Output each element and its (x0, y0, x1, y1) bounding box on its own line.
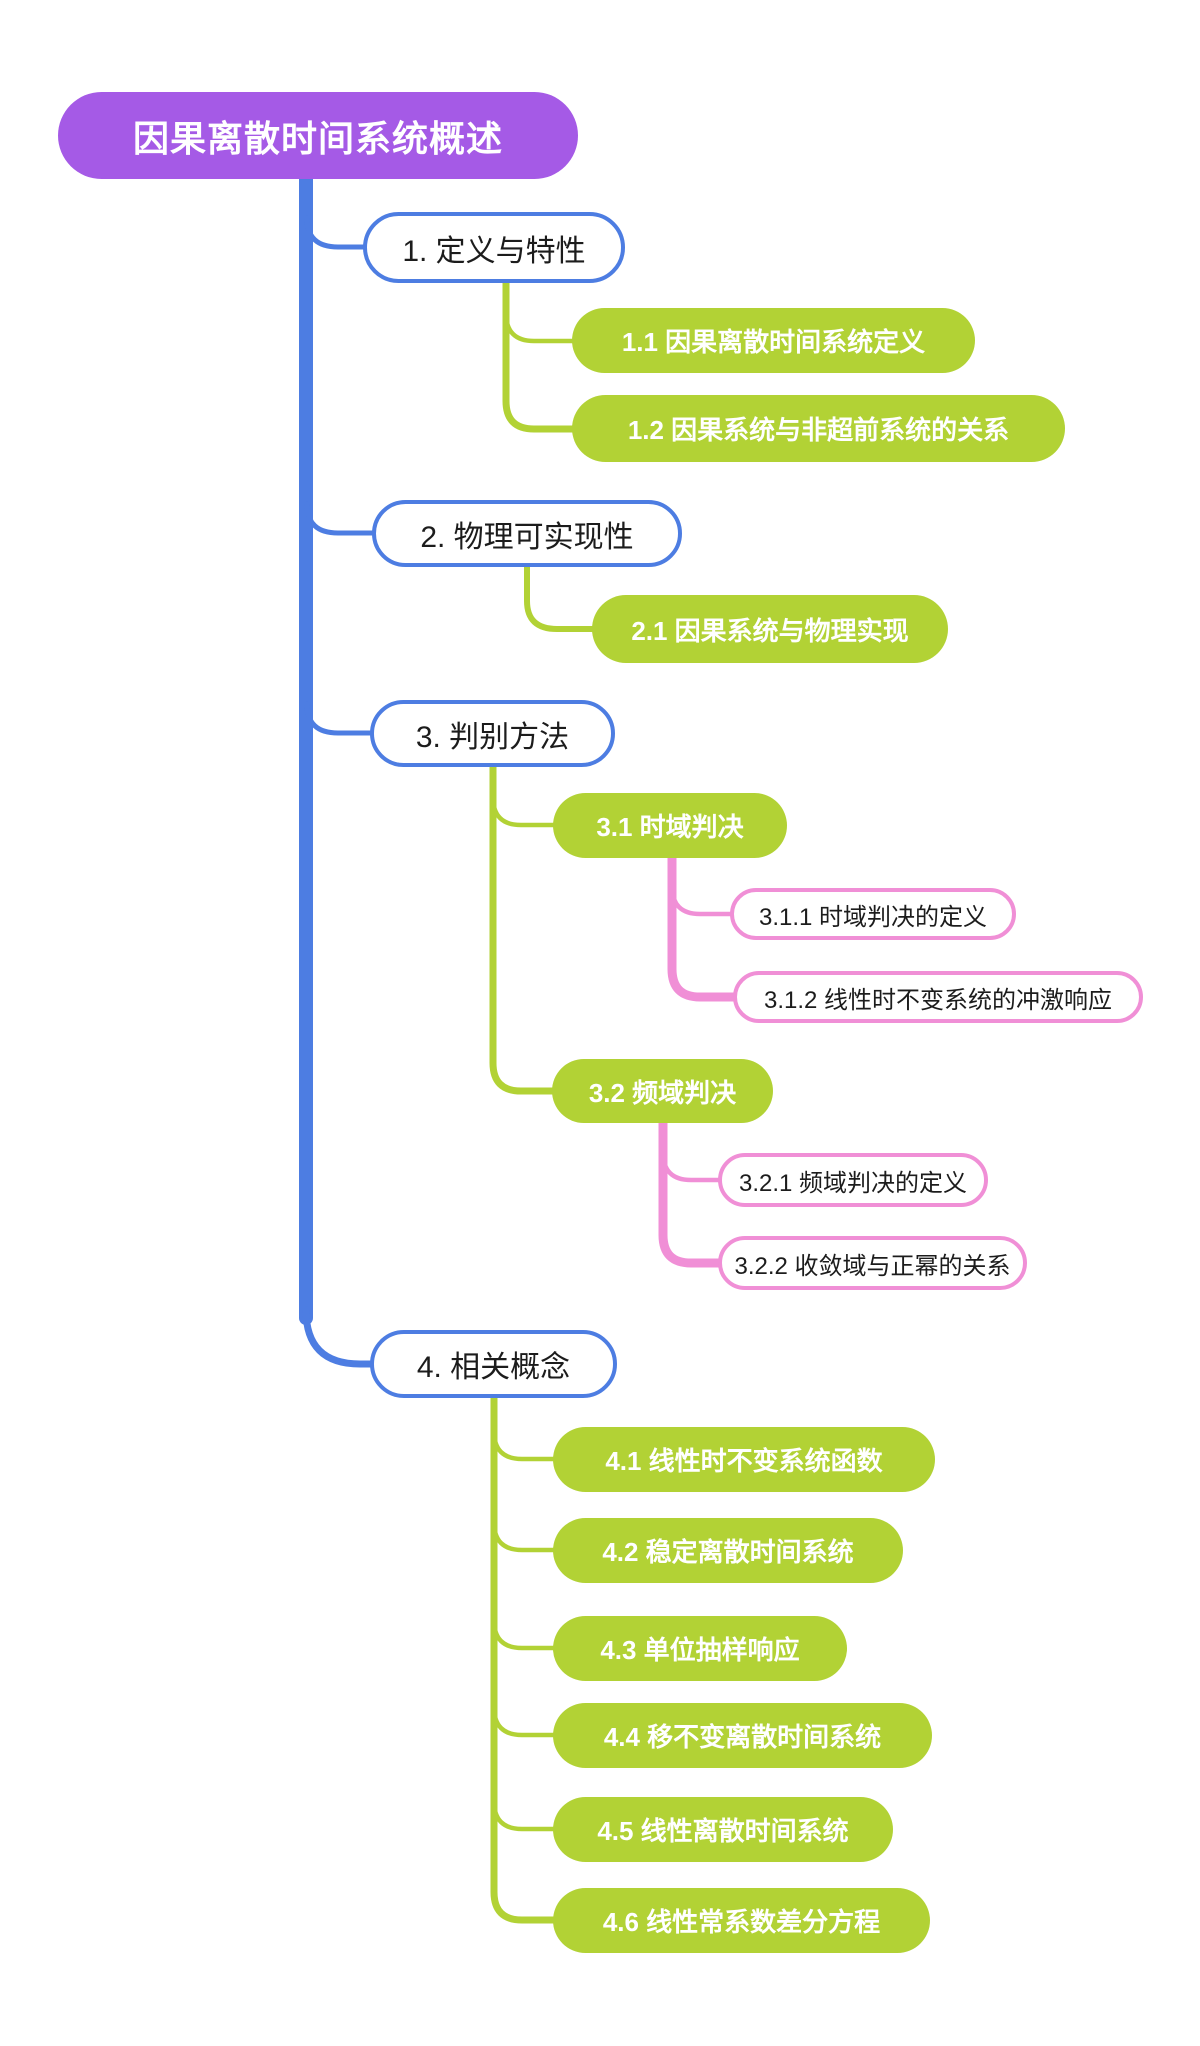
topic-node-4-6-label: 4.6 线性常系数差分方程 (602, 1907, 881, 1937)
subtopic-node-3-2-1[interactable]: 3.2.1 频域判决的定义 (718, 1153, 988, 1207)
subtopic-node-3-1-1[interactable]: 3.1.1 时域判决的定义 (730, 888, 1016, 940)
stem-branch-1 (502, 277, 578, 433)
topic-node-2-1[interactable]: 2.1 因果系统与物理实现 (592, 595, 948, 663)
branch-node-3-label: 3. 判别方法 (415, 720, 570, 754)
elbow-subtopic-3-1-1 (669, 883, 735, 917)
topic-node-3-2-label: 3.2 频域判决 (588, 1077, 737, 1108)
subtopic-node-3-1-2[interactable]: 3.1.2 线性时不变系统的冲激响应 (733, 971, 1143, 1023)
elbow-subtopic-3-2-1 (660, 1149, 723, 1183)
topic-node-1-1-label: 1.1 因果离散时间系统定义 (621, 327, 926, 357)
elbow-topic-4-1 (491, 1428, 558, 1462)
subtopic-node-3-2-2-label: 3.2.2 收敛域与正幂的关系 (734, 1252, 1011, 1280)
root-node-label: 因果离散时间系统概述 (132, 117, 503, 159)
topic-node-2-1-label: 2.1 因果系统与物理实现 (631, 615, 909, 646)
elbow-topic-1-1 (503, 310, 577, 344)
branch-node-4[interactable]: 4. 相关概念 (370, 1330, 617, 1398)
subtopic-node-3-1-1-label: 3.1.1 时域判决的定义 (758, 903, 988, 931)
elbow-topic-4-2 (491, 1519, 558, 1553)
stem-branch-3 (489, 761, 558, 1095)
topic-node-1-2[interactable]: 1.2 因果系统与非超前系统的关系 (572, 395, 1065, 462)
topic-node-4-3-label: 4.3 单位抽样响应 (600, 1635, 800, 1665)
subtopic-node-3-1-2-label: 3.1.2 线性时不变系统的冲激响应 (763, 986, 1113, 1014)
topic-node-3-2[interactable]: 3.2 频域判决 (552, 1059, 773, 1123)
stem-topic-3-2 (658, 1116, 725, 1268)
topic-node-4-1-label: 4.1 线性时不变系统函数 (605, 1446, 883, 1476)
stem-branch-2 (524, 562, 597, 632)
stem-topic-3-1 (667, 851, 740, 1002)
branch-node-3[interactable]: 3. 判别方法 (370, 700, 615, 767)
branch-node-2[interactable]: 2. 物理可实现性 (372, 500, 682, 567)
root-node[interactable]: 因果离散时间系统概述 (58, 92, 578, 179)
subtopic-node-3-2-1-label: 3.2.1 频域判决的定义 (738, 1169, 968, 1197)
topic-node-1-1[interactable]: 1.1 因果离散时间系统定义 (572, 308, 975, 373)
branch-node-1[interactable]: 1. 定义与特性 (363, 212, 625, 283)
topic-node-4-5-label: 4.5 线性离散时间系统 (597, 1816, 849, 1846)
topic-node-4-1[interactable]: 4.1 线性时不变系统函数 (553, 1427, 935, 1492)
elbow-topic-4-5 (491, 1798, 558, 1832)
stem-branch-4 (490, 1392, 559, 1924)
topic-node-3-1[interactable]: 3.1 时域判决 (553, 793, 787, 858)
elbow-branch-2 (304, 501, 377, 536)
branch-node-4-label: 4. 相关概念 (416, 1351, 571, 1384)
topic-node-4-4-label: 4.4 移不变离散时间系统 (603, 1722, 882, 1752)
elbow-topic-4-3 (491, 1617, 558, 1651)
topic-node-3-1-label: 3.1 时域判决 (596, 812, 744, 842)
topic-node-1-2-label: 1.2 因果系统与非超前系统的关系 (627, 415, 1010, 445)
topic-node-4-2-label: 4.2 稳定离散时间系统 (602, 1537, 854, 1567)
topic-node-4-2[interactable]: 4.2 稳定离散时间系统 (553, 1518, 903, 1583)
branch-node-2-label: 2. 物理可实现性 (420, 520, 634, 554)
elbow-branch-3 (304, 701, 375, 736)
topic-node-4-3[interactable]: 4.3 单位抽样响应 (553, 1616, 847, 1681)
topic-node-4-6[interactable]: 4.6 线性常系数差分方程 (553, 1888, 930, 1953)
trunk-elbow-branch-4 (302, 1306, 376, 1368)
subtopic-node-3-2-2[interactable]: 3.2.2 收敛域与正幂的关系 (718, 1236, 1027, 1290)
topic-node-4-5[interactable]: 4.5 线性离散时间系统 (553, 1797, 893, 1862)
elbow-topic-3-1 (490, 794, 558, 828)
elbow-branch-1 (304, 215, 368, 250)
elbow-topic-4-4 (491, 1704, 558, 1738)
branch-node-1-label: 1. 定义与特性 (402, 234, 586, 268)
topic-node-4-4[interactable]: 4.4 移不变离散时间系统 (553, 1703, 932, 1768)
